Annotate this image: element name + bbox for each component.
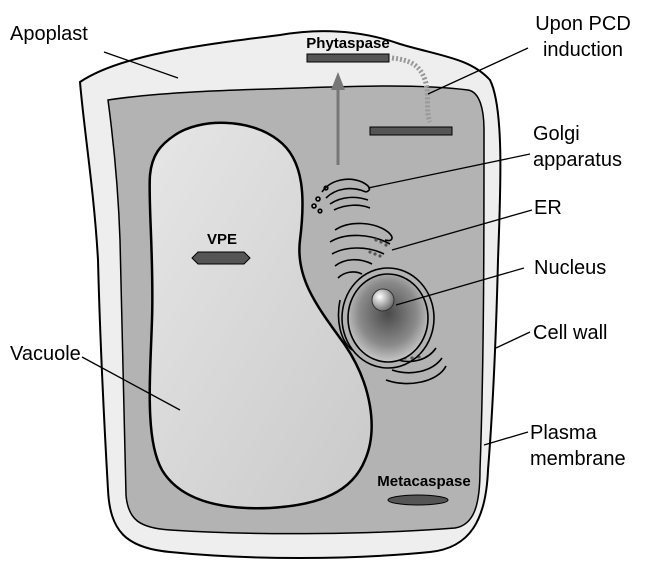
vpe-label: VPE <box>207 231 237 248</box>
nucleolus <box>372 289 394 311</box>
plasma-membrane-label-line2: membrane <box>530 448 626 470</box>
upon-pcd-label-line1: Upon PCD <box>535 13 631 35</box>
upon-pcd-label-line2: induction <box>543 39 623 61</box>
vpe-protein <box>192 252 250 264</box>
er-label: ER <box>534 197 562 219</box>
metacaspase-protein <box>388 495 448 505</box>
phytaspase-label: Phytaspase <box>306 35 389 52</box>
nucleus-label: Nucleus <box>534 257 606 279</box>
golgi-label-line2: apparatus <box>533 149 622 171</box>
phytaspase-protein <box>307 54 389 62</box>
cell-wall-leader <box>496 332 530 348</box>
phytaspase-cytoplasmic <box>370 127 452 135</box>
golgi-label-line1: Golgi <box>533 123 580 145</box>
plasma-membrane-label-line1: Plasma <box>530 422 598 444</box>
metacaspase-label: Metacaspase <box>377 473 470 490</box>
apoplast-label: Apoplast <box>10 23 88 45</box>
vacuole-label: Vacuole <box>10 343 81 365</box>
nucleus <box>348 274 428 362</box>
cell-wall-label: Cell wall <box>533 322 607 344</box>
